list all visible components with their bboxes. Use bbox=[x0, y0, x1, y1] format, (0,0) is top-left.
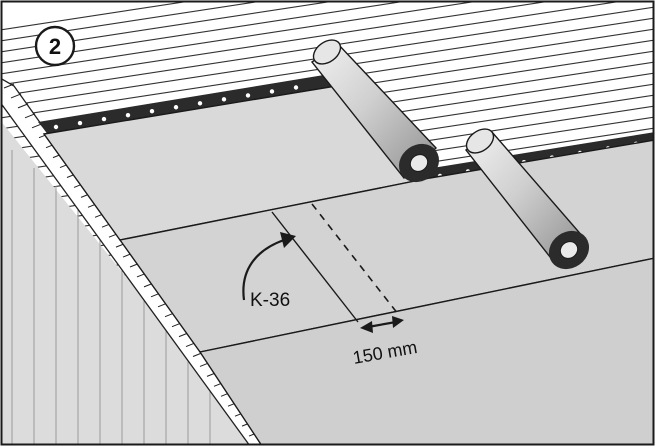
deck-board-line bbox=[2, 2, 476, 75]
fascia-hatch-line bbox=[17, 103, 29, 109]
membrane-sheet-bottom bbox=[198, 257, 653, 444]
seam-line bbox=[271, 211, 359, 323]
nail-dot bbox=[77, 120, 83, 126]
deck-board-line bbox=[2, 2, 188, 31]
product-label: K-36 bbox=[250, 290, 290, 311]
fascia-hatch-line bbox=[24, 113, 36, 119]
deck-board-line bbox=[2, 2, 260, 42]
nail-dot bbox=[53, 124, 59, 130]
step-badge-icon: 2 bbox=[34, 25, 76, 67]
nail-dot bbox=[149, 109, 155, 114]
membrane-roll-1 bbox=[310, 39, 440, 183]
fascia-hatch-line bbox=[10, 93, 22, 99]
overlap-dashed-line bbox=[311, 203, 399, 315]
deck-board-line bbox=[2, 2, 404, 64]
nail-dot bbox=[245, 93, 251, 98]
deck-board-line bbox=[2, 2, 332, 53]
deck-board-line bbox=[2, 2, 548, 86]
step-number: 2 bbox=[49, 34, 61, 59]
nail-dot bbox=[221, 97, 227, 102]
nail-dot bbox=[173, 105, 179, 110]
nail-dot bbox=[269, 89, 275, 94]
fascia-hatch-line bbox=[3, 83, 15, 89]
curved-arrow-icon bbox=[242, 232, 296, 301]
nailing-strip-upper bbox=[38, 74, 340, 134]
nail-dot bbox=[125, 112, 131, 118]
double-arrow-icon bbox=[360, 316, 404, 333]
facade-wall bbox=[2, 122, 261, 444]
nail-dot bbox=[197, 101, 203, 106]
membrane-roll-2 bbox=[464, 128, 590, 270]
nail-dot bbox=[293, 85, 299, 90]
nail-dot bbox=[101, 116, 107, 122]
